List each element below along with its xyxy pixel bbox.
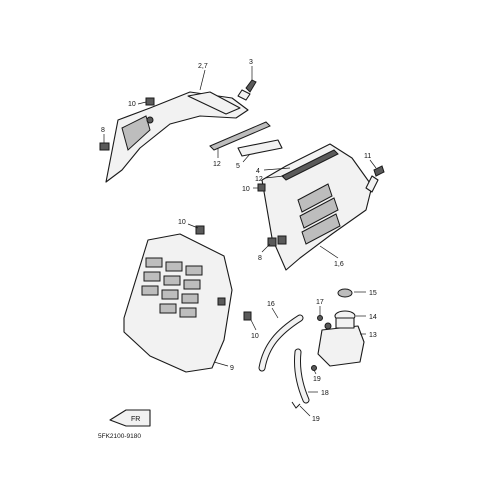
callout-2-7: 2,7 <box>198 63 208 70</box>
callout-9: 9 <box>230 365 234 372</box>
catalog-code: 5FK2100-9180 <box>98 433 141 440</box>
callout-1-6: 1,6 <box>334 261 344 268</box>
callout-8a: 8 <box>101 127 105 134</box>
bolt-icon-10a <box>145 97 155 106</box>
callout-16: 16 <box>267 301 275 308</box>
callout-17: 17 <box>316 299 324 306</box>
callout-10a: 10 <box>128 101 136 108</box>
reservoir-tank-13 <box>317 288 365 367</box>
bolt-icon-10d <box>243 311 252 321</box>
side-cover-right <box>261 143 373 271</box>
side-cover-left <box>99 91 249 183</box>
cap-15 <box>337 288 353 298</box>
callout-18: 18 <box>321 390 329 397</box>
callout-8b: 8 <box>258 255 262 262</box>
callout-5: 5 <box>236 163 240 170</box>
callout-15: 15 <box>369 290 377 297</box>
callout-13: 13 <box>369 332 377 339</box>
bolt-11 <box>365 165 385 193</box>
bolt-icon-10c <box>195 225 205 235</box>
seal-strip-5 <box>237 139 283 157</box>
seal-strip-12a <box>209 121 271 151</box>
callout-3: 3 <box>249 59 253 66</box>
callout-12a: 12 <box>213 161 221 168</box>
callout-14: 14 <box>369 314 377 321</box>
screw-3 <box>237 79 257 101</box>
front-badge-text: FR <box>131 416 140 423</box>
radiator-shroud <box>123 225 252 373</box>
clip-icon-8b <box>267 237 277 247</box>
bolt-icon-10b <box>257 183 266 192</box>
callout-19a: 19 <box>313 376 321 383</box>
callout-4: 4 <box>256 168 260 175</box>
callout-10b: 10 <box>242 186 250 193</box>
callout-19b: 19 <box>312 416 320 423</box>
front-direction-badge: FR <box>109 409 151 427</box>
callout-10d: 10 <box>251 333 259 340</box>
callout-12b: 12 <box>255 176 263 183</box>
clip-icon-8a <box>99 142 110 151</box>
callout-11: 11 <box>364 153 371 160</box>
callout-10c: 10 <box>178 219 186 226</box>
